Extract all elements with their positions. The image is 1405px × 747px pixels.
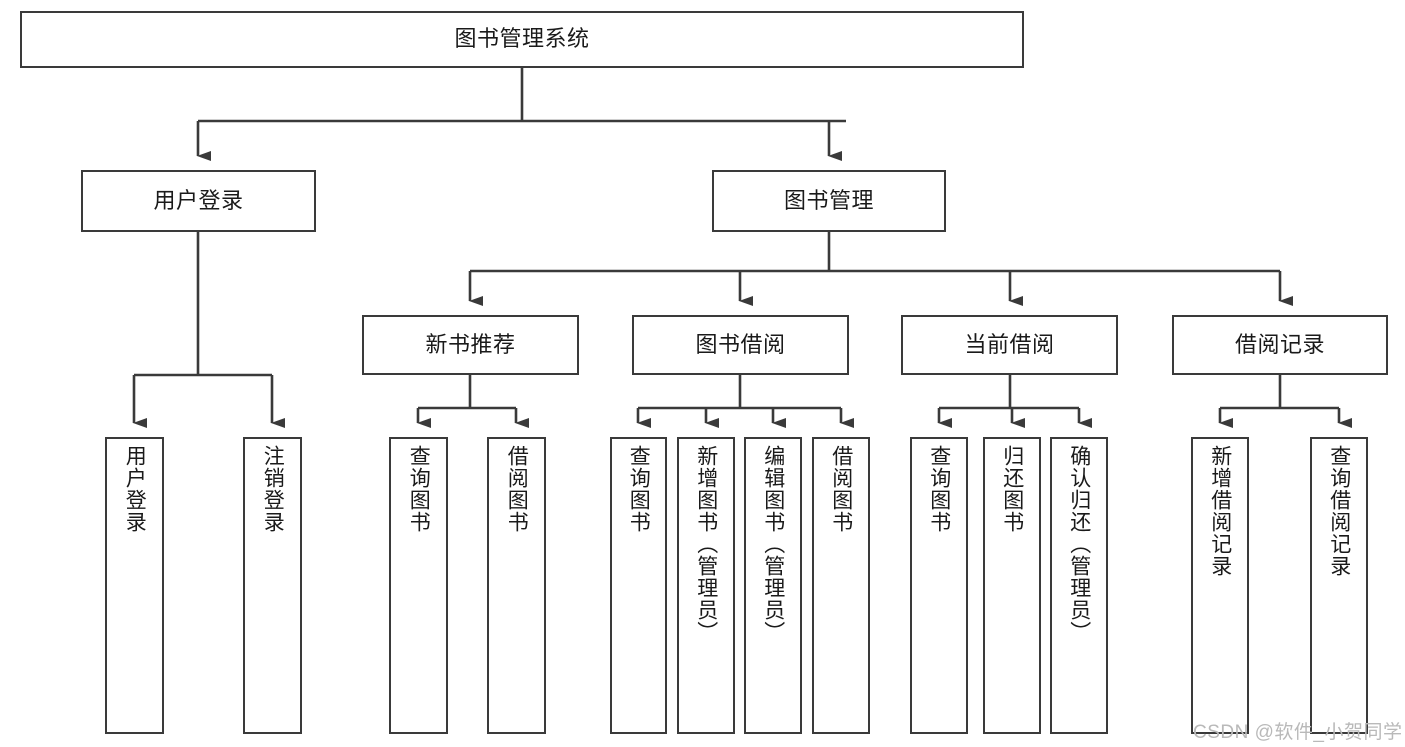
node-label: 确认归还（管理员） bbox=[1067, 445, 1091, 643]
node-leaf-query-book-borrow[interactable]: 查询图书 bbox=[610, 437, 667, 734]
node-leaf-query-book-current[interactable]: 查询图书 bbox=[910, 437, 968, 734]
node-leaf-user-login[interactable]: 用户登录 bbox=[105, 437, 164, 734]
node-leaf-logout[interactable]: 注销登录 bbox=[243, 437, 302, 734]
node-leaf-return-book[interactable]: 归还图书 bbox=[983, 437, 1041, 734]
node-level3-borrow-record[interactable]: 借阅记录 bbox=[1172, 315, 1388, 375]
node-label: 用户登录 bbox=[153, 187, 244, 213]
node-label: 编辑图书（管理员） bbox=[761, 445, 785, 643]
csdn-watermark: CSDN @软件_小贺同学 bbox=[1193, 722, 1403, 743]
node-root-label: 图书管理系统 bbox=[454, 26, 590, 52]
node-label: 用户登录 bbox=[123, 445, 147, 533]
node-label: 当前借阅 bbox=[964, 331, 1055, 357]
node-leaf-add-borrow-record[interactable]: 新增借阅记录 bbox=[1191, 437, 1249, 734]
node-label: 新书推荐 bbox=[425, 331, 516, 357]
node-label: 查询图书 bbox=[927, 445, 951, 533]
node-label: 图书借阅 bbox=[695, 331, 786, 357]
node-level3-book-borrow[interactable]: 图书借阅 bbox=[632, 315, 849, 375]
node-leaf-query-borrow-record[interactable]: 查询借阅记录 bbox=[1310, 437, 1368, 734]
node-label: 借阅图书 bbox=[829, 445, 853, 533]
node-label: 查询借阅记录 bbox=[1327, 445, 1351, 577]
node-leaf-edit-book-admin[interactable]: 编辑图书（管理员） bbox=[744, 437, 802, 734]
node-leaf-confirm-return-admin[interactable]: 确认归还（管理员） bbox=[1050, 437, 1108, 734]
node-label: 归还图书 bbox=[1000, 445, 1024, 533]
node-label: 注销登录 bbox=[261, 445, 285, 533]
node-label: 新增借阅记录 bbox=[1208, 445, 1232, 577]
node-label: 借阅记录 bbox=[1234, 331, 1325, 357]
node-level3-current-borrow[interactable]: 当前借阅 bbox=[901, 315, 1118, 375]
node-leaf-borrow-book-recommend[interactable]: 借阅图书 bbox=[487, 437, 546, 734]
node-label: 查询图书 bbox=[627, 445, 651, 533]
node-label: 查询图书 bbox=[407, 445, 431, 533]
node-leaf-query-book-recommend[interactable]: 查询图书 bbox=[389, 437, 448, 734]
node-level2-book-management[interactable]: 图书管理 bbox=[712, 170, 946, 232]
node-level2-user-login[interactable]: 用户登录 bbox=[81, 170, 316, 232]
node-label: 借阅图书 bbox=[505, 445, 529, 533]
node-leaf-borrow-book[interactable]: 借阅图书 bbox=[812, 437, 870, 734]
node-root[interactable]: 图书管理系统 bbox=[20, 11, 1024, 68]
node-level3-new-book-recommend[interactable]: 新书推荐 bbox=[362, 315, 579, 375]
node-leaf-add-book-admin[interactable]: 新增图书（管理员） bbox=[677, 437, 735, 734]
node-label: 新增图书（管理员） bbox=[694, 445, 718, 643]
node-label: 图书管理 bbox=[783, 187, 874, 213]
